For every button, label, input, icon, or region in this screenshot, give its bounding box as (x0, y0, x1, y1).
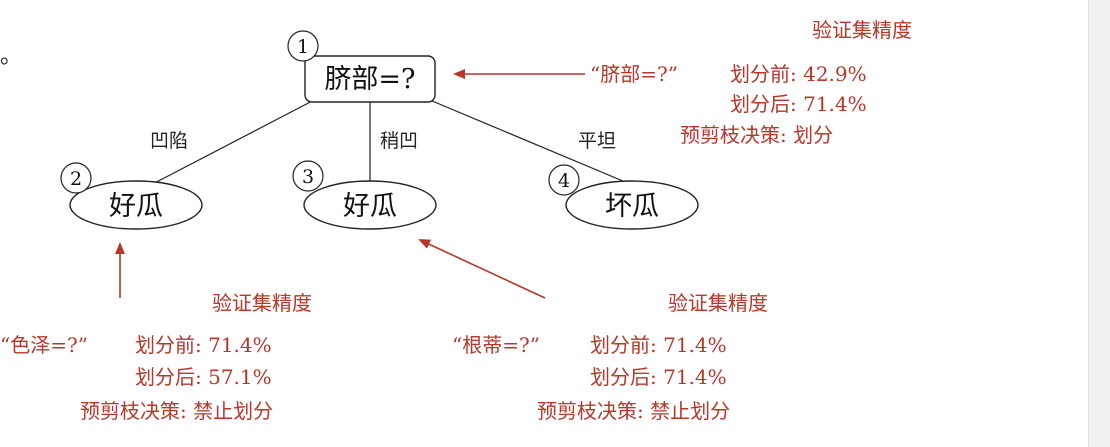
edge-line-left (144, 97, 319, 189)
left-annotation-before: 划分前: 71.4% (135, 333, 272, 357)
edge-label-right: 平坦 (578, 130, 616, 152)
leaf-node-3-number: 3 (302, 166, 314, 188)
middle-annotation-after: 划分后: 71.4% (590, 365, 727, 389)
leaf-node-3-ellipse (303, 180, 437, 230)
leaf-node-2-label: 好瓜 (109, 191, 163, 222)
middle-annotation-decision: 预剪枝决策: 禁止划分 (537, 399, 730, 423)
leaf-node-3: 好瓜 3 (292, 160, 437, 230)
root-annotation-feature: “脐部=?” (590, 62, 678, 86)
left-annotation-heading: 验证集精度 (212, 291, 312, 315)
root-annotation-decision: 预剪枝决策: 划分 (680, 123, 833, 147)
edge-line-right (424, 97, 631, 185)
leaf-node-3-number-circle (292, 160, 324, 192)
leaf-node-4-number-circle (548, 164, 580, 196)
leaf-node-3-label: 好瓜 (343, 191, 397, 222)
leaf-node-4-number: 4 (558, 170, 570, 192)
leaf-node-2-number-circle (60, 162, 92, 194)
root-annotation-heading: 验证集精度 (812, 18, 912, 42)
leaf-node-4-ellipse (565, 180, 699, 230)
vertical-scrollbar[interactable] (1088, 0, 1110, 447)
middle-annotation: 验证集精度 “根蒂=?” 划分前: 71.4% 划分后: 71.4% 预剪枝决策… (452, 291, 768, 423)
root-annotation: 验证集精度 “脐部=?” 划分前: 42.9% 划分后: 71.4% 预剪枝决策… (590, 18, 912, 147)
left-annotation: 验证集精度 “色泽=?” 划分前: 71.4% 划分后: 57.1% 预剪枝决策… (0, 291, 312, 423)
leaf-node-4: 坏瓜 4 (548, 164, 699, 230)
leaf-node-2-number: 2 (70, 168, 82, 190)
root-node-number-circle (287, 30, 319, 62)
bullet-mark: 。 (0, 44, 23, 69)
root-node: 脐部=? 1 (287, 30, 436, 103)
root-node-number: 1 (297, 36, 309, 58)
leaf-node-2-ellipse (69, 180, 203, 230)
middle-annotation-arrow (418, 239, 546, 299)
root-node-label: 脐部=? (324, 64, 415, 95)
leaf-node-2: 好瓜 2 (60, 162, 203, 230)
left-annotation-decision: 预剪枝决策: 禁止划分 (80, 399, 273, 423)
left-annotation-feature: “色泽=?” (0, 333, 88, 357)
middle-annotation-heading: 验证集精度 (668, 291, 768, 315)
middle-annotation-feature: “根蒂=?” (452, 333, 540, 357)
leaf-node-4-label: 坏瓜 (605, 191, 659, 222)
root-node-box (304, 55, 436, 103)
root-annotation-after: 划分后: 71.4% (730, 92, 867, 116)
edge-label-middle: 稍凹 (380, 130, 418, 152)
edge-label-left: 凹陷 (150, 130, 188, 152)
root-annotation-before: 划分前: 42.9% (730, 62, 867, 86)
left-annotation-after: 划分后: 57.1% (135, 365, 272, 389)
middle-annotation-before: 划分前: 71.4% (590, 333, 727, 357)
